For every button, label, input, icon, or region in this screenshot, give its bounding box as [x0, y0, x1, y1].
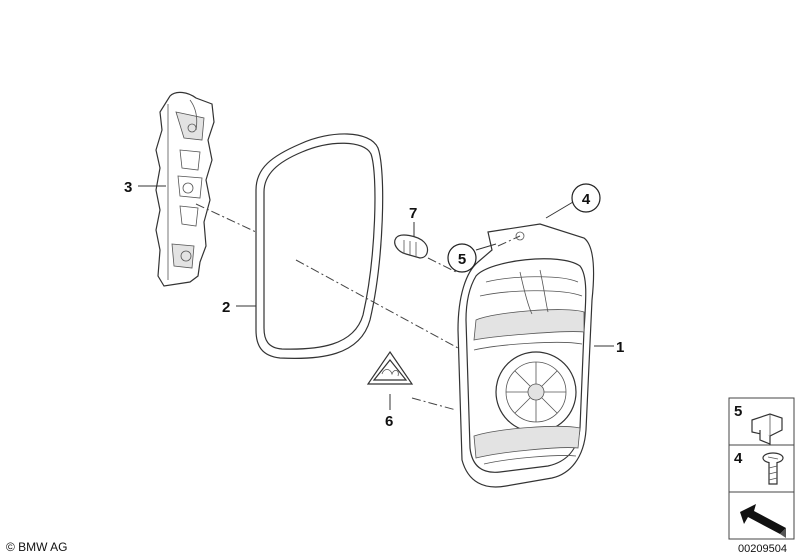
assembly-lines	[195, 203, 521, 411]
part-1-rear-light[interactable]	[457, 223, 595, 488]
part-7-bulb[interactable]	[394, 234, 429, 259]
legend-panel: 5 4	[728, 397, 795, 540]
diagram-number: 00209504	[738, 543, 787, 555]
label-part-1[interactable]: 1	[616, 339, 624, 356]
label-part-7[interactable]: 7	[409, 205, 417, 222]
part-6-warning-label[interactable]	[366, 350, 414, 385]
legend-label-4: 4	[734, 450, 743, 467]
part-2-gasket[interactable]	[255, 133, 384, 359]
legend-label-5: 5	[734, 403, 742, 420]
clip-icon	[751, 413, 783, 445]
part-3-bulb-carrier[interactable]	[155, 91, 215, 287]
leader-lines	[138, 185, 614, 410]
callout-part-4[interactable]: 4	[571, 183, 601, 213]
callout-part-5[interactable]: 5	[447, 243, 477, 273]
orientation-arrow-icon	[740, 504, 786, 538]
label-part-5: 5	[458, 251, 466, 268]
label-part-2[interactable]: 2	[222, 299, 230, 316]
label-part-3[interactable]: 3	[124, 179, 132, 196]
label-part-6[interactable]: 6	[385, 413, 393, 430]
copyright-text: © BMW AG	[6, 540, 68, 554]
label-part-4: 4	[582, 191, 591, 208]
screw-icon	[762, 452, 784, 485]
legend-cell-4[interactable]	[728, 444, 795, 493]
